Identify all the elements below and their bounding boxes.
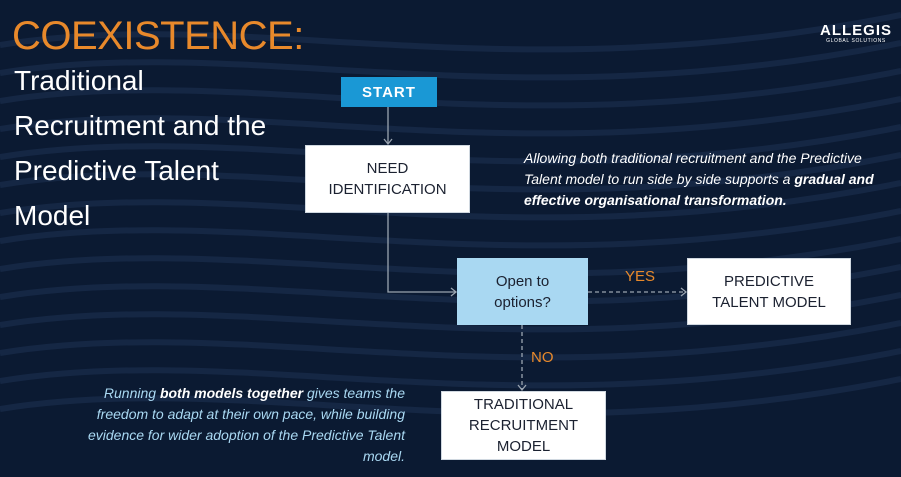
logo-main: ALLEGIS <box>820 22 893 39</box>
note-top-text: Allowing both traditional recruitment an… <box>524 150 862 187</box>
wave-line <box>0 40 901 81</box>
need-label: NEED IDENTIFICATION <box>328 160 447 198</box>
wave-line <box>0 376 901 417</box>
wave-line <box>0 320 901 361</box>
start-node: START <box>341 77 437 107</box>
note-bottom-text-2: gives teams the freedom to adapt at thei… <box>87 385 405 464</box>
logo-sub: GLOBAL SOLUTIONS <box>826 38 886 44</box>
connectors <box>383 107 688 392</box>
wave-line <box>0 208 901 249</box>
wave-line <box>0 348 901 389</box>
note-top-bold: gradual and effective organisational tra… <box>524 171 874 208</box>
yes-label: YES <box>625 268 656 285</box>
decision-node: Open to options? <box>457 258 588 325</box>
note-bottom: Running both models together gives teams… <box>70 383 405 467</box>
predictive-talent-node: PREDICTIVE TALENT MODEL <box>687 258 851 325</box>
slide-subtitle: Traditional Recruitment and the Predicti… <box>14 65 267 231</box>
note-bottom-bold: both models together <box>159 385 304 401</box>
traditional-recruitment-node: TRADITIONAL RECRUITMENT MODEL <box>441 391 606 460</box>
slide-title: COEXISTENCE: <box>12 14 304 58</box>
traditional-label: TRADITIONAL RECRUITMENT MODEL <box>468 396 579 455</box>
note-top: Allowing both traditional recruitment an… <box>524 148 884 211</box>
decision-label: Open to options? <box>494 272 551 311</box>
note-bottom-text: Running <box>103 385 160 401</box>
wave-line <box>0 12 901 53</box>
predictive-label: PREDICTIVE TALENT MODEL <box>712 272 826 311</box>
need-identification-node: NEED IDENTIFICATION <box>305 145 470 213</box>
no-label: NO <box>531 349 554 366</box>
allegis-logo: ALLEGIS GLOBAL SOLUTIONS <box>820 22 892 44</box>
wave-line <box>0 96 901 137</box>
